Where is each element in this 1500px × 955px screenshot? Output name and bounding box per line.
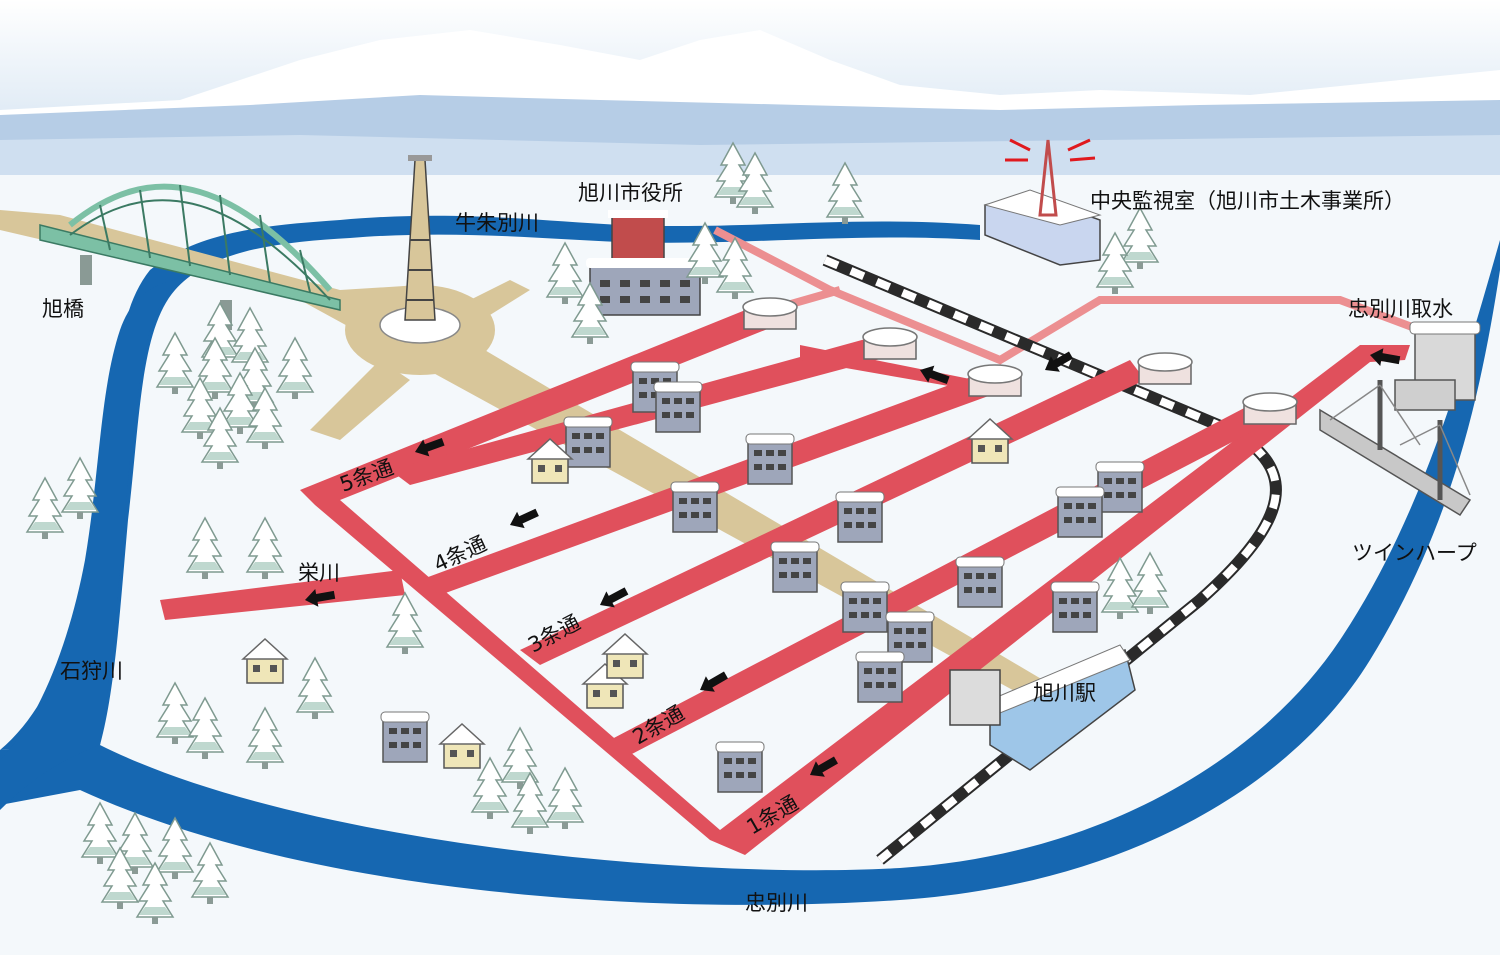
pump-station bbox=[967, 364, 1023, 397]
label-twin-harp: ツインハープ bbox=[1352, 541, 1477, 565]
building bbox=[855, 651, 905, 703]
label-ishikari-river: 石狩川 bbox=[60, 659, 123, 683]
building bbox=[1050, 581, 1100, 633]
building bbox=[770, 541, 820, 593]
pump-station bbox=[742, 297, 798, 330]
asahikawa-station-building bbox=[949, 644, 1136, 771]
monument-tower bbox=[379, 155, 461, 344]
label-chubetsu-river: 忠別川 bbox=[745, 891, 808, 915]
pipe-light-line bbox=[713, 226, 1422, 365]
twin-harp-bridge bbox=[1319, 380, 1472, 517]
near-ridge bbox=[0, 135, 1500, 180]
building bbox=[1055, 486, 1105, 538]
label-control-room: 中央監視室（旭川市土木事業所） bbox=[1090, 189, 1405, 213]
building bbox=[1095, 461, 1145, 513]
ishikari-river bbox=[0, 280, 175, 810]
intake-facility bbox=[1394, 321, 1481, 411]
label-ushishubetsu-river: 牛朱別川 bbox=[455, 211, 539, 235]
building bbox=[745, 433, 795, 485]
road-spur bbox=[470, 280, 530, 315]
label-asahikawa-station: 旭川駅 bbox=[1033, 681, 1096, 705]
building bbox=[835, 491, 885, 543]
road-spur bbox=[310, 360, 410, 440]
building bbox=[955, 556, 1005, 608]
pump-station bbox=[1137, 352, 1193, 385]
building bbox=[380, 711, 430, 763]
label-city-hall: 旭川市役所 bbox=[578, 181, 683, 205]
building bbox=[670, 481, 720, 533]
building bbox=[840, 581, 890, 633]
pump-station bbox=[862, 327, 918, 360]
pump-station bbox=[1242, 392, 1298, 425]
label-asahi-bridge: 旭橋 bbox=[42, 297, 84, 321]
label-sakae-river: 栄川 bbox=[298, 561, 340, 585]
city-hall-building bbox=[586, 210, 704, 316]
building bbox=[653, 381, 703, 433]
building bbox=[715, 741, 765, 793]
label-chubetsu-intake: 忠別川取水 bbox=[1348, 297, 1453, 321]
control-room-building bbox=[983, 138, 1102, 266]
